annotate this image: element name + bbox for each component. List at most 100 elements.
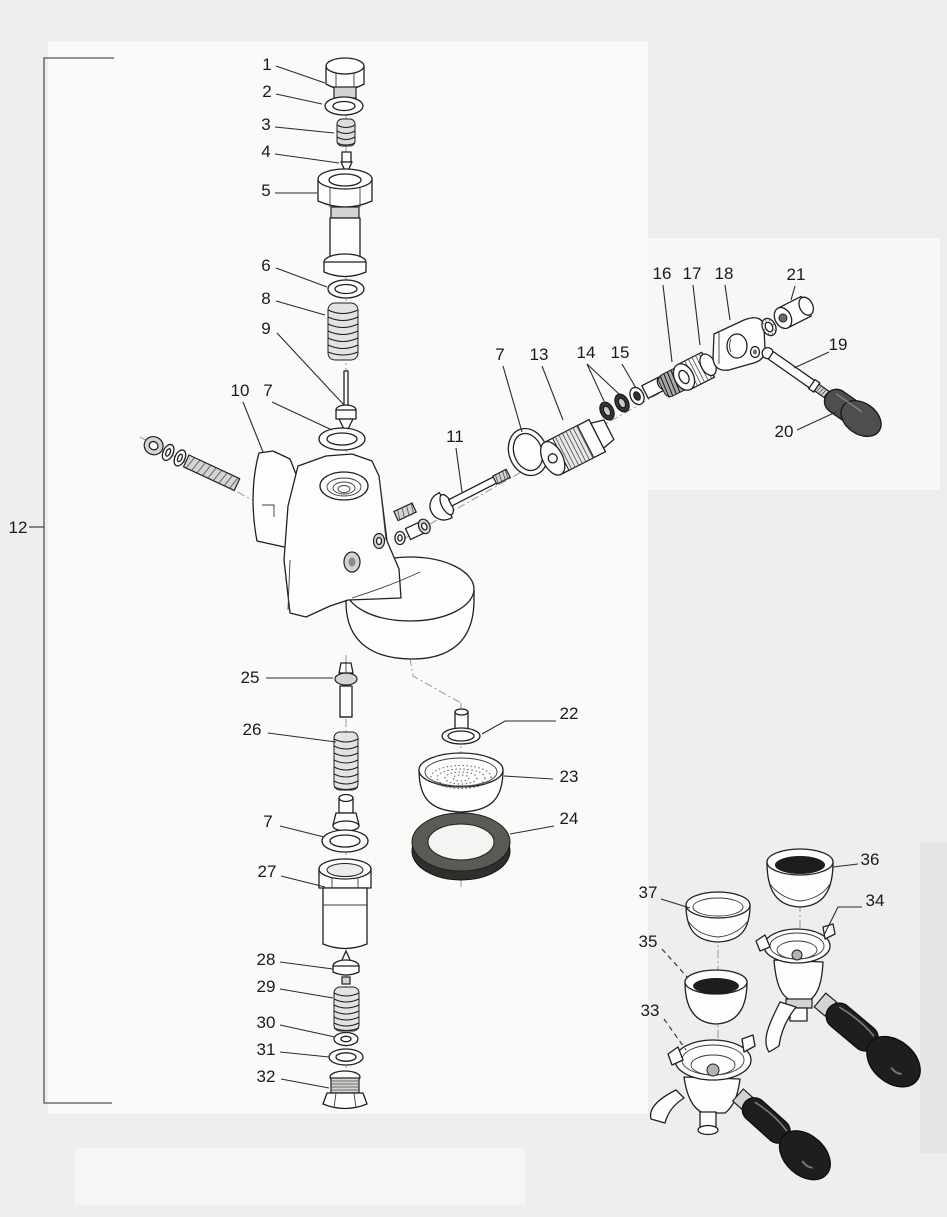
- callout-label-2: 2: [262, 82, 271, 101]
- leader-35: [661, 948, 689, 979]
- leader-13: [541, 365, 564, 421]
- leader-16: [662, 284, 673, 363]
- part-31-o-ring: [328, 1048, 364, 1066]
- leader-22: [481, 720, 556, 735]
- body-washer-small: [394, 530, 406, 546]
- part-15-washer-and-sleeve: [629, 376, 668, 406]
- part-4-valve-pin: [340, 151, 353, 175]
- leader-20: [796, 411, 837, 431]
- callout-label-25: 25: [241, 668, 260, 687]
- part-35-filter-basket: [684, 969, 748, 1025]
- part-25-anchor-pin: [334, 662, 358, 718]
- callout-label-20: 20: [775, 422, 794, 441]
- callout-label-27: 27: [258, 862, 277, 881]
- leader-30: [279, 1024, 336, 1038]
- callout-label-31: 31: [257, 1040, 276, 1059]
- callout-label-29: 29: [257, 977, 276, 996]
- callout-label-15: 15: [611, 343, 630, 362]
- part-6-o-ring: [327, 279, 365, 299]
- lower-nozzle: [332, 793, 360, 832]
- leader-17: [692, 284, 701, 346]
- leader-31: [279, 1051, 330, 1058]
- part-17-knurled-nut: [672, 351, 717, 391]
- part-29-spring: [333, 986, 360, 1032]
- callout-label-17: 17: [683, 264, 702, 283]
- callout-labels: 1 2 3 4 5 6 8 9 10 7 12 11 7 13 14 15 16…: [9, 55, 885, 1086]
- part-36-filter-basket: [766, 848, 834, 908]
- callout-label-26: 26: [243, 720, 262, 739]
- callout-label-21: 21: [787, 265, 806, 284]
- part-33-portafilter-double: [649, 1034, 831, 1181]
- part-26-spring: [333, 731, 359, 791]
- lock-washer-18: [761, 317, 777, 337]
- callout-label-19: 19: [829, 335, 848, 354]
- leader-29: [279, 988, 334, 999]
- leader-1: [275, 65, 326, 84]
- callout-label-18: 18: [715, 264, 734, 283]
- part-27-valve-housing: [318, 858, 372, 950]
- callout-label-28: 28: [257, 950, 276, 969]
- callout-label-8: 8: [261, 289, 270, 308]
- leader-18: [724, 284, 731, 321]
- part-7-o-ring-upper: [318, 427, 366, 451]
- leader-6: [275, 267, 328, 288]
- callout-label-12: 12: [9, 518, 28, 537]
- callout-label-34: 34: [866, 891, 885, 910]
- callout-label-35: 35: [639, 932, 658, 951]
- leader-3: [274, 126, 335, 134]
- part-13-piston: [539, 418, 615, 476]
- leader-15: [621, 363, 637, 389]
- part-18-valve-block: [712, 317, 766, 371]
- leader-37: [660, 898, 691, 909]
- leader-7a: [271, 401, 333, 431]
- leader-19: [793, 351, 830, 369]
- callout-label-11: 11: [446, 427, 464, 446]
- leader-33: [663, 1018, 687, 1051]
- leader-2: [275, 93, 323, 105]
- leader-27: [280, 875, 326, 888]
- callout-label-37: 37: [639, 883, 658, 902]
- body-screw-b: [404, 518, 431, 541]
- part-32-hex-fitting: [322, 1070, 368, 1110]
- callout-label-7c: 7: [263, 812, 272, 831]
- leader-8: [275, 300, 326, 316]
- leader-26: [267, 732, 337, 743]
- leader-28: [279, 961, 334, 970]
- part-21-cap-nut: [773, 295, 815, 330]
- part-8-spring: [327, 302, 359, 361]
- body-plug-small: [372, 532, 386, 550]
- leader-4: [274, 153, 340, 164]
- callout-label-5: 5: [261, 181, 270, 200]
- callout-label-9: 9: [261, 319, 270, 338]
- callout-label-13: 13: [530, 345, 549, 364]
- group-head-body: [283, 453, 475, 660]
- leader-14b: [586, 363, 620, 395]
- callout-label-4: 4: [261, 142, 270, 161]
- part-24-group-gasket: [411, 812, 511, 881]
- part-30-washer: [333, 1031, 359, 1047]
- callout-label-7b: 7: [495, 345, 504, 364]
- part-34-portafilter-single: [755, 923, 921, 1088]
- callout-label-14: 14: [577, 343, 596, 362]
- part-9-valve-stem: [335, 370, 357, 434]
- leader-34: [823, 906, 862, 936]
- part-28-valve-pin: [332, 950, 360, 985]
- leader-23: [503, 775, 554, 780]
- callout-label-3: 3: [261, 115, 270, 134]
- callout-label-16: 16: [653, 264, 672, 283]
- leader-36: [832, 863, 859, 868]
- leader-11: [455, 447, 463, 493]
- callout-label-33: 33: [641, 1001, 660, 1020]
- callout-label-7a: 7: [263, 381, 272, 400]
- part-5-hex-gland-fitting: [317, 168, 373, 278]
- callout-label-36: 36: [861, 850, 880, 869]
- part-2-o-ring: [324, 96, 364, 116]
- leader-32: [280, 1078, 330, 1089]
- part-20-handle-grip: [823, 388, 882, 438]
- leader-7c: [279, 825, 325, 838]
- callout-label-6: 6: [261, 256, 270, 275]
- part-14-seal-washers: [599, 393, 630, 421]
- callout-label-32: 32: [257, 1067, 276, 1086]
- part-3-spring: [336, 118, 356, 147]
